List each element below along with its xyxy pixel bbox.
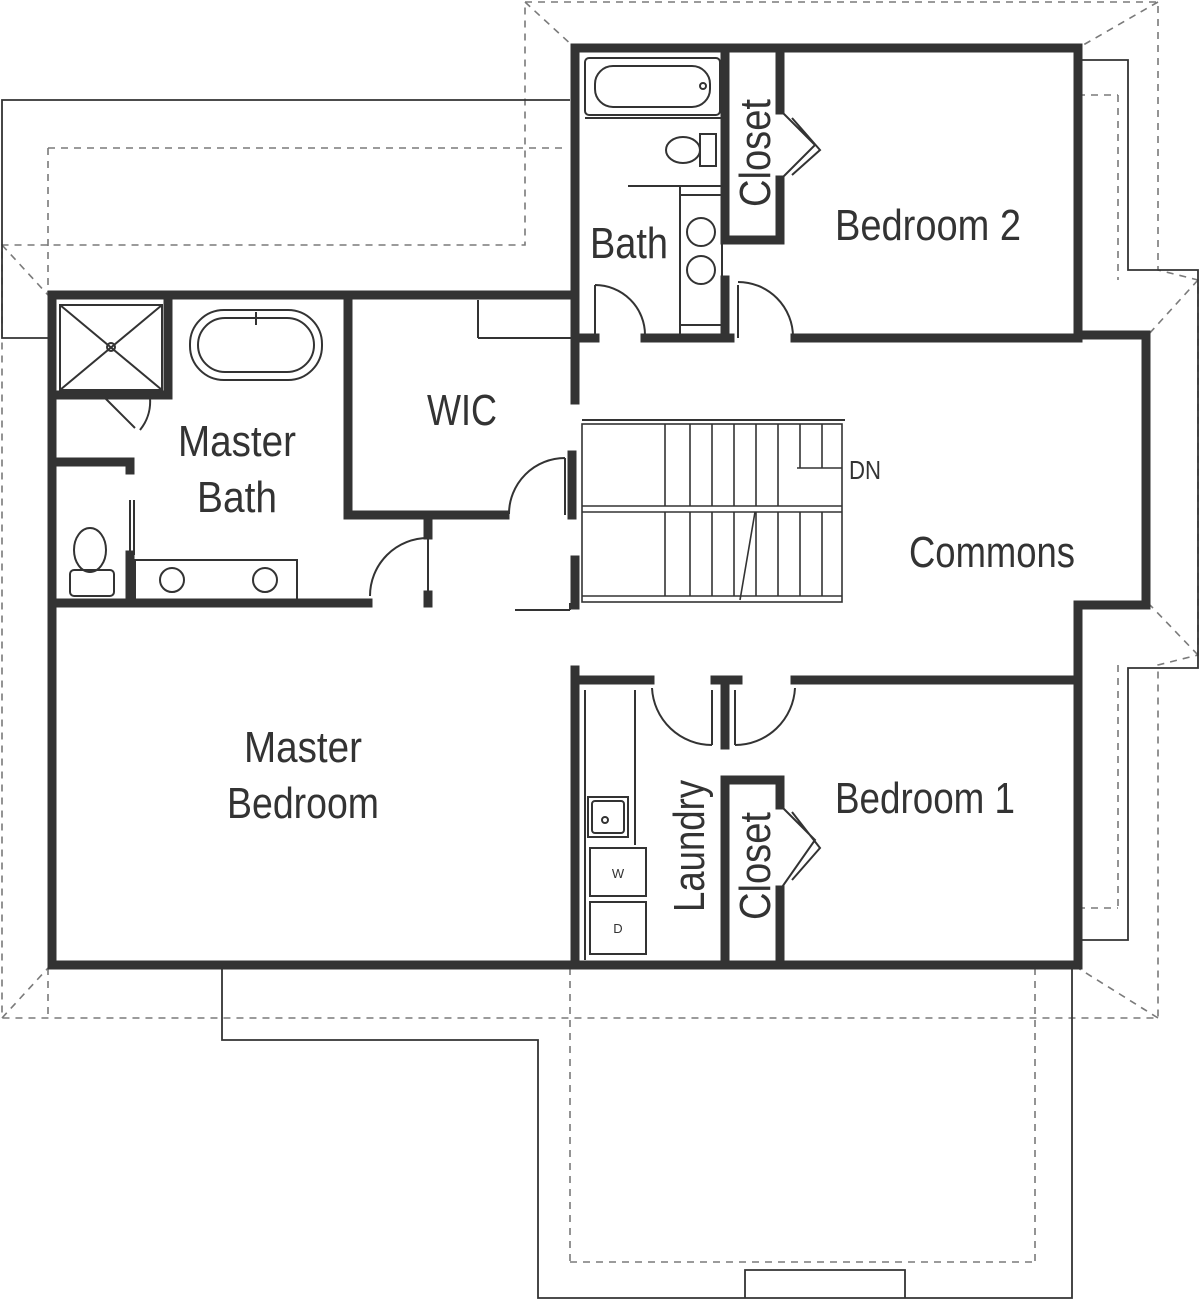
- fixtures: [59, 57, 723, 955]
- partitions: [129, 117, 845, 960]
- staircase: [581, 423, 843, 603]
- label-wic: WIC: [427, 386, 497, 435]
- label-master-bedroom-1: Master: [244, 723, 362, 772]
- label-closet-top: Closet: [731, 99, 780, 207]
- label-master-bath-1: Master: [178, 417, 296, 466]
- door-swings: [104, 109, 822, 891]
- roofline-dashed: [1, 1, 1199, 1263]
- label-bedroom-2: Bedroom 2: [835, 201, 1021, 250]
- label-dryer: D: [613, 921, 622, 936]
- label-master-bedroom-2: Bedroom: [227, 779, 379, 828]
- label-bedroom-1: Bedroom 1: [835, 774, 1015, 823]
- label-bath: Bath: [590, 219, 668, 268]
- room-labels: Bedroom 2 Bath Closet WIC Master Bath Co…: [178, 99, 1075, 936]
- walls: [47, 43, 1151, 970]
- label-stairs-down: DN: [849, 455, 881, 485]
- label-master-bath-2: Bath: [197, 473, 277, 522]
- label-closet-bottom: Closet: [731, 812, 780, 920]
- exterior-outline: [1, 59, 1199, 1299]
- label-washer: W: [612, 866, 625, 881]
- label-commons: Commons: [909, 528, 1075, 577]
- label-laundry: Laundry: [665, 780, 714, 912]
